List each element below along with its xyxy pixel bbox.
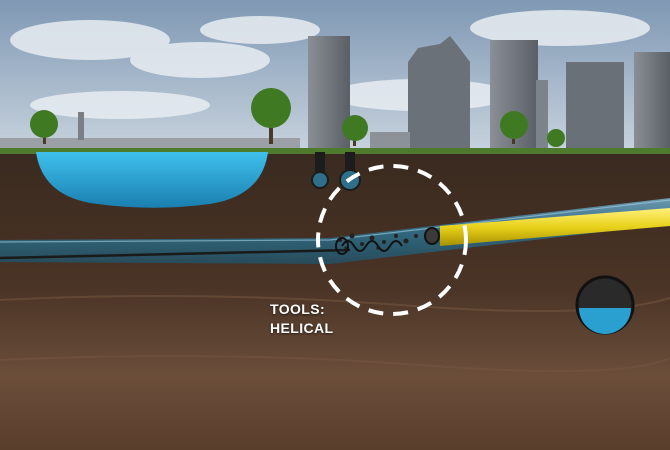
pipe-cross-section-icon: [577, 277, 633, 334]
callout-tool-name: HELICAL: [270, 319, 333, 338]
tools-callout-label: TOOLS: HELICAL: [270, 300, 333, 338]
callout-title: TOOLS:: [270, 300, 333, 319]
